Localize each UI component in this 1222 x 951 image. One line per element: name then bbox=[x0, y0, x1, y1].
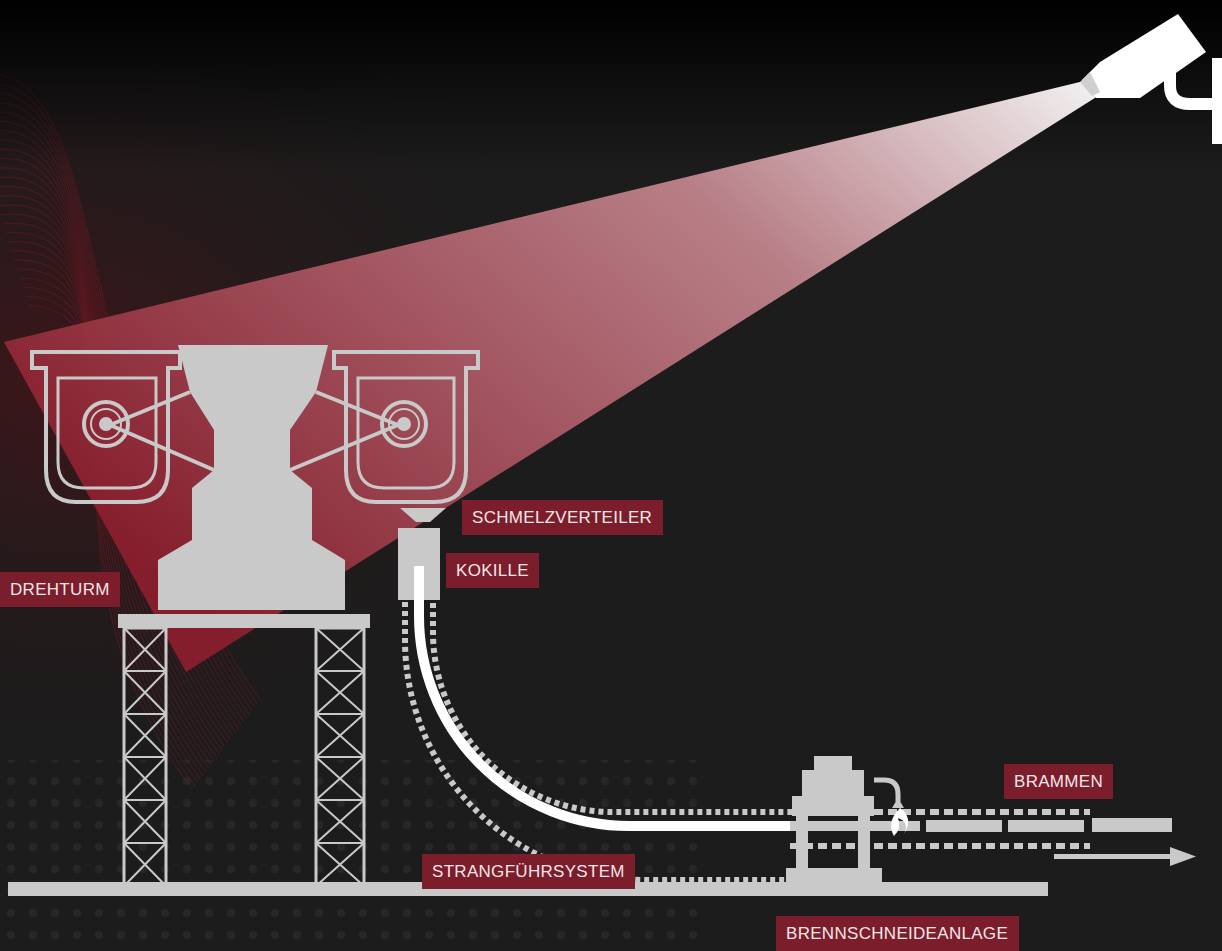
view-cone bbox=[4, 80, 1098, 672]
part-name: DREHTURM bbox=[10, 580, 110, 600]
tundish bbox=[400, 508, 446, 522]
strand-guide-label: STRANGFÜHRSYSTEM bbox=[422, 854, 635, 889]
lattice-brace bbox=[316, 714, 364, 757]
steel-strand bbox=[790, 821, 920, 831]
surveillance-camera bbox=[1080, 14, 1222, 144]
lattice-brace bbox=[124, 671, 166, 714]
lattice-brace bbox=[124, 843, 166, 886]
guide-rollers bbox=[790, 812, 1090, 846]
lattice-brace bbox=[316, 628, 364, 671]
lattice-brace bbox=[316, 671, 364, 714]
tundish-label: SCHMELZVERTEILER bbox=[462, 500, 663, 535]
scaffold bbox=[118, 614, 370, 886]
part-name: KOKILLE bbox=[456, 561, 529, 581]
lattice-brace bbox=[124, 628, 166, 671]
guide-rollers bbox=[433, 594, 790, 812]
steel-strand bbox=[419, 566, 790, 826]
lattice-brace bbox=[124, 757, 166, 800]
ladle bbox=[334, 352, 478, 502]
lattice-brace bbox=[316, 757, 364, 800]
turret-label: DREHTURM bbox=[0, 572, 120, 607]
mould-label: KOKILLE bbox=[446, 553, 539, 588]
torch-cutter bbox=[786, 756, 908, 882]
slab-label: BRAMMEN bbox=[1004, 764, 1113, 799]
cutter-label: BRENNSCHNEIDEANLAGE bbox=[776, 916, 1019, 951]
part-name: BRAMMEN bbox=[1014, 772, 1103, 792]
lattice-brace bbox=[124, 714, 166, 757]
lattice-brace bbox=[124, 800, 166, 843]
lattice-brace bbox=[316, 843, 364, 886]
part-name: BRENNSCHNEIDEANLAGE bbox=[786, 924, 1009, 944]
part-name: SCHMELZVERTEILER bbox=[472, 508, 653, 528]
slabs bbox=[926, 818, 1196, 866]
ladle bbox=[32, 352, 180, 502]
part-name: STRANGFÜHRSYSTEM bbox=[432, 862, 625, 882]
lattice-brace bbox=[316, 800, 364, 843]
